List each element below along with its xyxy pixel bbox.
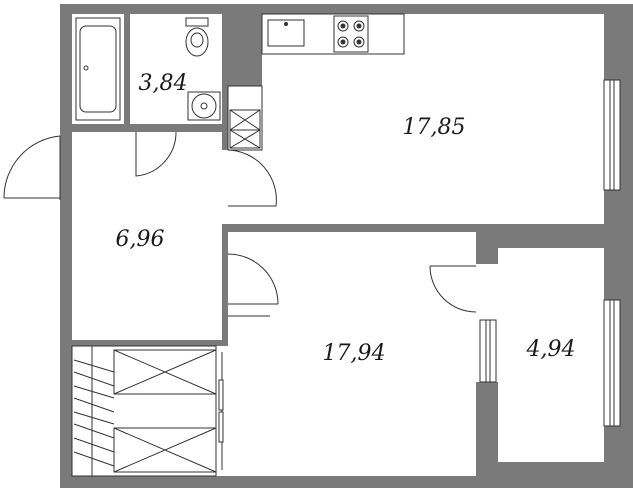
toilet-icon — [185, 17, 209, 57]
hall-area-label: 6,96 — [116, 227, 165, 252]
bathroom-area-label: 3,84 — [139, 71, 188, 96]
entrance-door — [3, 135, 61, 200]
bedroom-area-label: 17,94 — [323, 341, 386, 366]
bedroom-door — [227, 253, 279, 317]
stove-icon — [333, 15, 369, 53]
vent-shaft-icon — [227, 85, 263, 151]
bathtub-icon — [75, 17, 121, 121]
washbasin-icon — [187, 91, 221, 121]
window-loggia — [603, 299, 621, 427]
loggia-door — [429, 265, 477, 313]
kitchen-door — [227, 149, 277, 207]
window-bedroom-loggia — [479, 319, 497, 383]
window-kitchen — [603, 79, 621, 191]
windows — [479, 79, 621, 427]
doors — [3, 131, 477, 317]
bathroom-door — [135, 131, 177, 177]
kitchen-living-area-label: 17,85 — [403, 115, 466, 140]
wardrobe-icon — [71, 345, 224, 477]
loggia-area-label: 4,94 — [526, 337, 576, 362]
sink-icon — [267, 19, 305, 47]
floor-areas — [72, 14, 604, 476]
fixtures — [71, 13, 405, 477]
area-labels: 3,84 17,85 6,96 17,94 4,94 — [116, 71, 576, 366]
